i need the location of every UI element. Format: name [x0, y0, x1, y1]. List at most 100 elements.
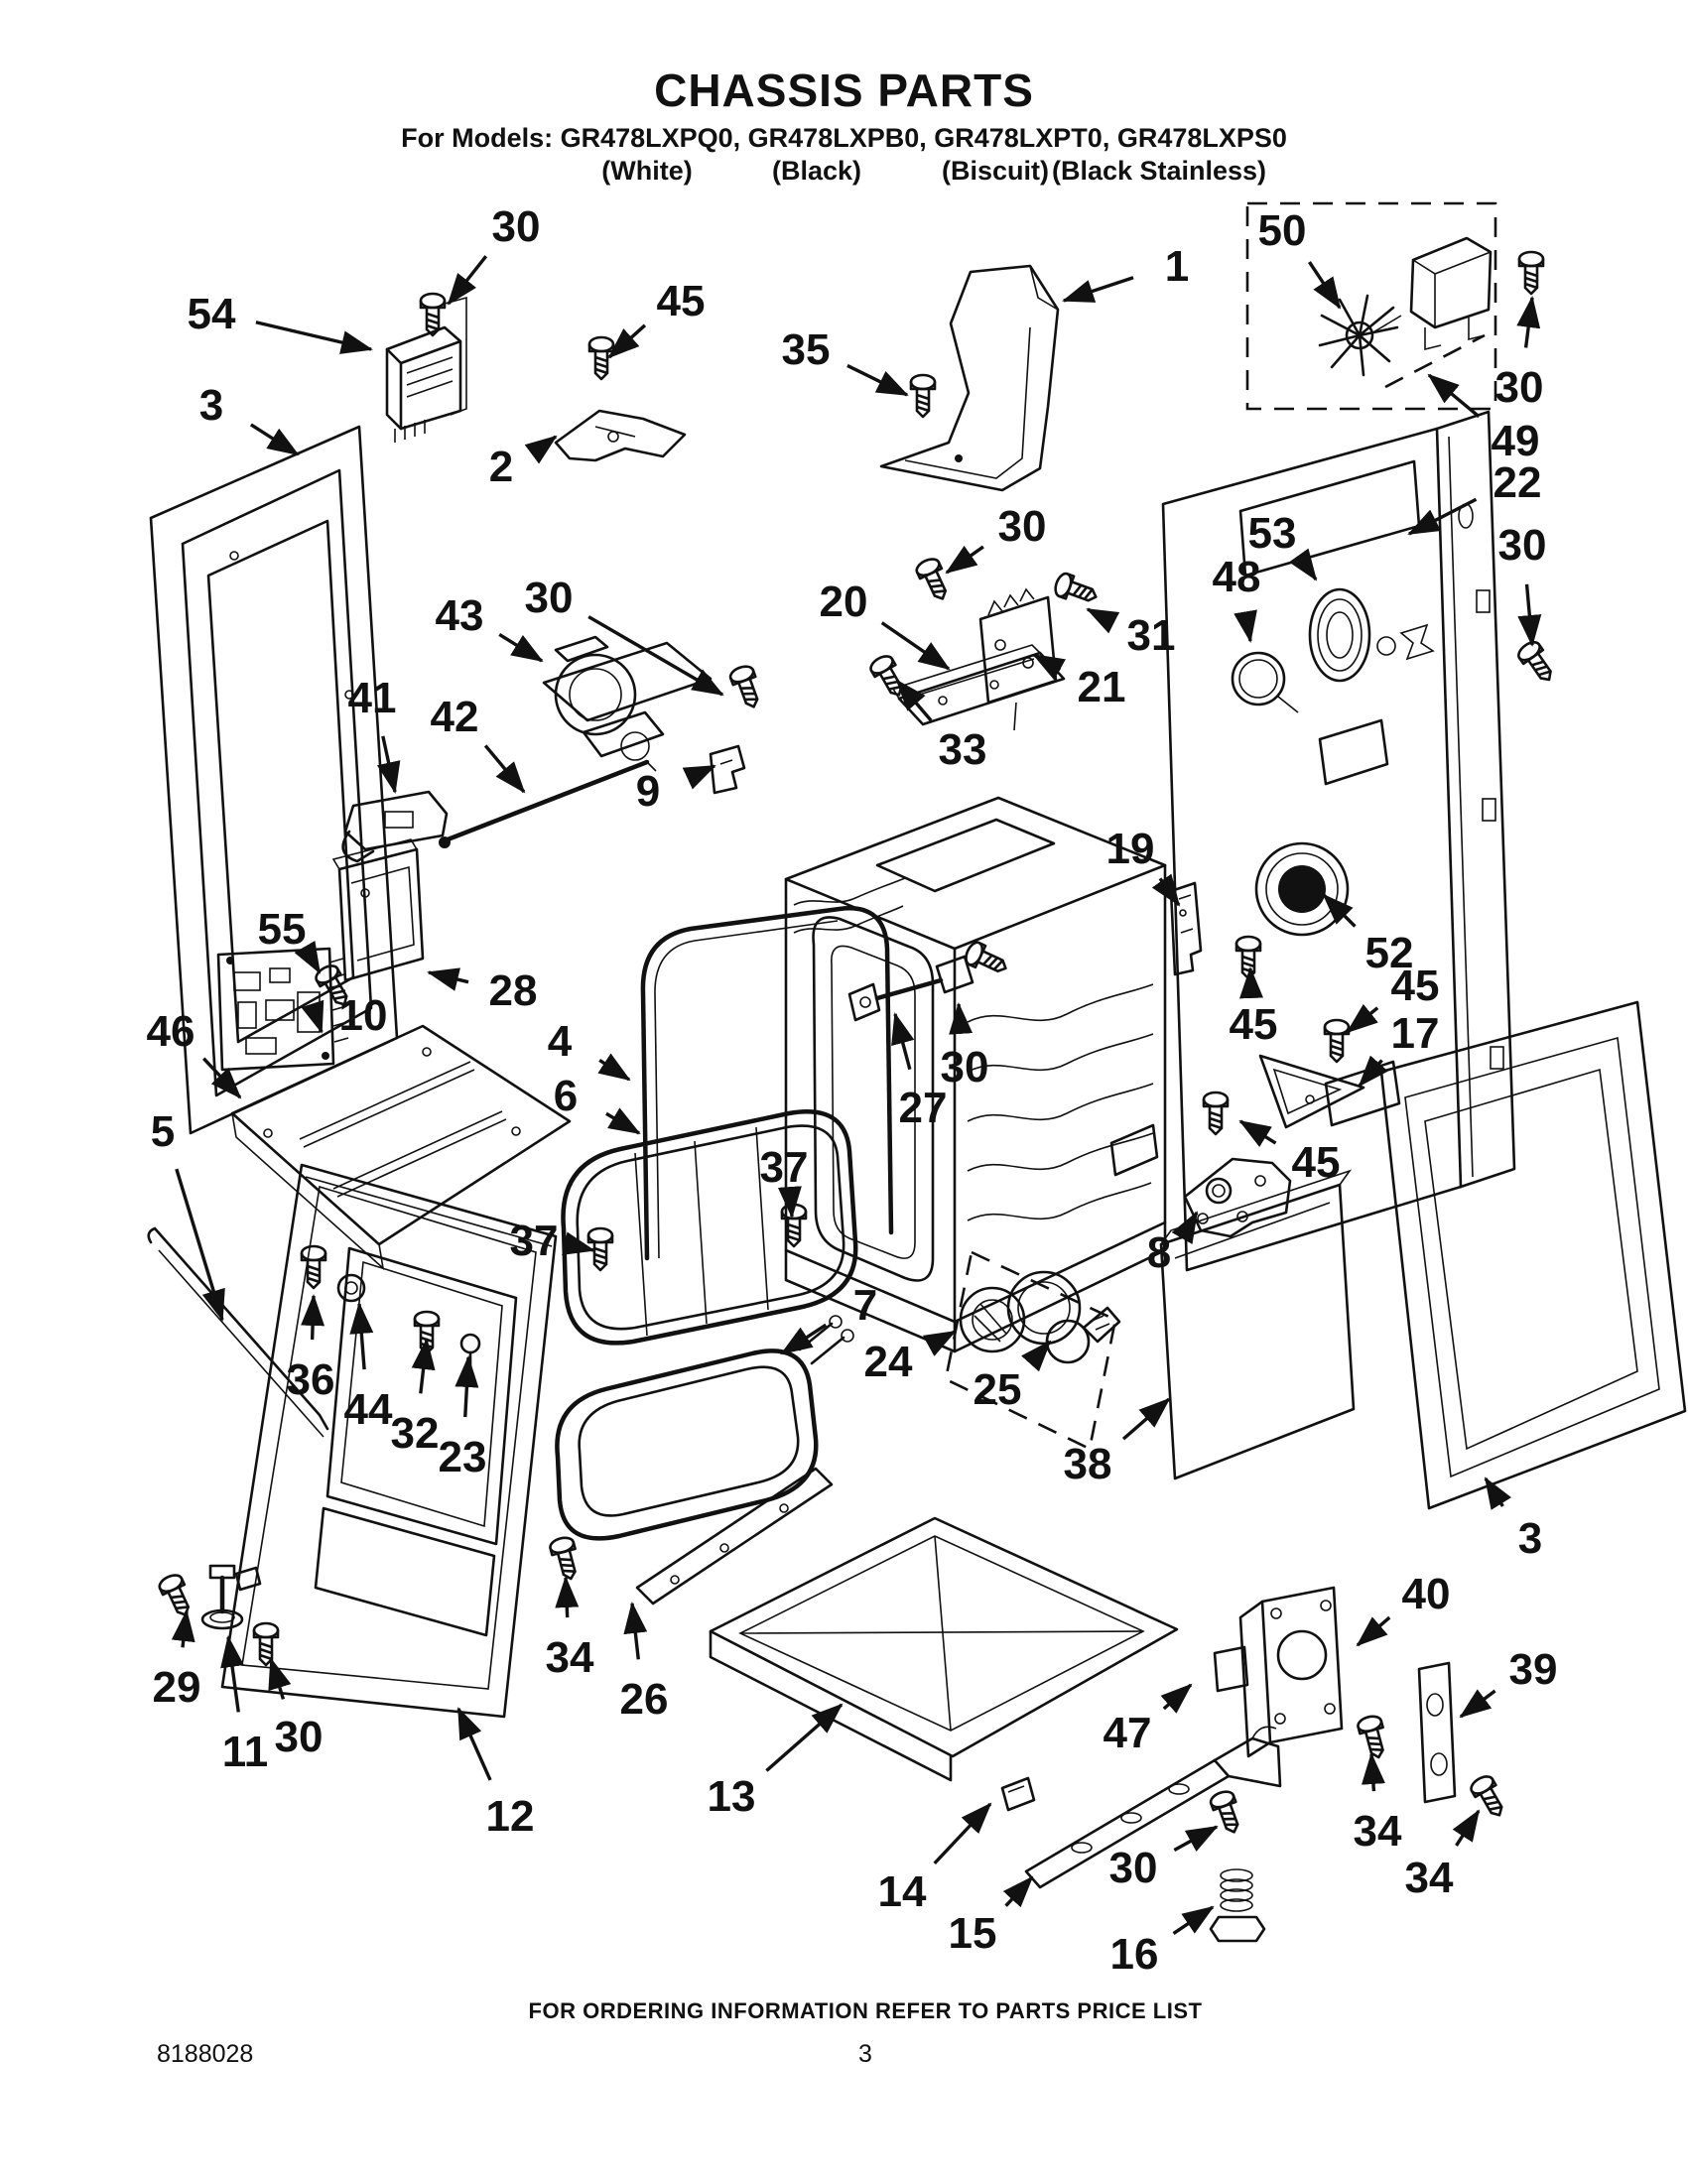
- ordering-note: FOR ORDERING INFORMATION REFER TO PARTS …: [528, 1998, 1203, 2023]
- ground-plate: [331, 838, 425, 982]
- callout-label-34: 34: [1354, 1807, 1402, 1856]
- callout-label-39: 39: [1509, 1645, 1558, 1694]
- transformer: [385, 296, 467, 443]
- callout-label-36: 36: [287, 1355, 335, 1404]
- callout-leader-15: [1002, 1875, 1034, 1908]
- screw-icon: [912, 554, 956, 605]
- callout-label-55: 55: [258, 905, 307, 954]
- cooling-fan-assembly: [1245, 201, 1497, 411]
- screw-icon: [1323, 1018, 1351, 1064]
- callout-leader-47: [1160, 1683, 1193, 1714]
- callout-label-30: 30: [275, 1713, 324, 1761]
- friction-pad: [1213, 1645, 1249, 1693]
- callout-label-53: 53: [1248, 509, 1297, 558]
- models-line: For Models: GR478LXPQ0, GR478LXPB0, GR47…: [401, 123, 1287, 153]
- callout-label-38: 38: [1064, 1440, 1112, 1488]
- oven-light-latch: [1169, 881, 1203, 976]
- color-label-biscuit: (Biscuit): [942, 156, 1049, 186]
- screw-icon: [300, 1244, 327, 1290]
- callout-label-5: 5: [151, 1107, 175, 1156]
- screw-icon: [1234, 935, 1262, 980]
- callout-label-30: 30: [941, 1043, 989, 1092]
- callout-label-28: 28: [489, 966, 538, 1015]
- callout-label-1: 1: [1165, 242, 1189, 291]
- glide-clip: [1000, 1776, 1036, 1812]
- color-label-black-stainless: (Black Stainless): [1051, 156, 1267, 186]
- callout-label-30: 30: [1498, 521, 1547, 570]
- callout-label-35: 35: [782, 325, 831, 374]
- callout-leader-10: [301, 999, 325, 1034]
- door-latch-motor: [542, 635, 713, 761]
- hinge-spacer: [1417, 1661, 1457, 1804]
- callout-leader-19: [1151, 873, 1181, 907]
- callout-leader-11: [220, 1635, 244, 1713]
- callout-label-26: 26: [620, 1675, 669, 1724]
- callout-leader-31: [1086, 607, 1120, 634]
- callout-leader-50: [1308, 261, 1342, 310]
- callout-leader-45: [1238, 1119, 1277, 1148]
- callout-leader-54: [255, 321, 373, 354]
- callout-label-30: 30: [492, 202, 541, 251]
- push-fastener: [459, 1333, 481, 1377]
- callout-label-27: 27: [899, 1084, 948, 1132]
- callout-leader-30: [949, 1002, 974, 1035]
- callout-leader-20: [880, 621, 951, 671]
- callout-leader-34: [1361, 1752, 1385, 1792]
- page-number: 3: [858, 2040, 872, 2068]
- callout-label-11: 11: [222, 1728, 269, 1776]
- callout-leader-41: [376, 735, 401, 794]
- screw-icon: [1467, 1771, 1511, 1823]
- callout-leader-55: [294, 941, 322, 974]
- callout-label-46: 46: [147, 1007, 195, 1056]
- callout-label-40: 40: [1402, 1570, 1451, 1618]
- callout-leader-8: [1171, 1211, 1199, 1244]
- rear-panel: [1161, 410, 1516, 1272]
- callout-label-19: 19: [1106, 825, 1155, 873]
- callout-label-23: 23: [439, 1433, 487, 1481]
- callout-label-24: 24: [864, 1338, 913, 1386]
- hinge-plate: [1183, 1157, 1292, 1238]
- terminal-block: [978, 587, 1058, 731]
- callout-label-49: 49: [1492, 417, 1540, 465]
- screw-icon: [1355, 1713, 1392, 1762]
- screw-icon: [1517, 250, 1545, 296]
- callout-leader-7: [780, 1323, 828, 1355]
- leveling-foot: [1209, 1868, 1266, 1943]
- callout-label-15: 15: [949, 1909, 997, 1958]
- callout-leader-44: [349, 1302, 374, 1370]
- door-gasket: [640, 906, 894, 1261]
- callout-label-45: 45: [657, 277, 706, 325]
- callout-label-9: 9: [636, 767, 660, 816]
- screws-layer: [155, 250, 1561, 1838]
- callout-label-12: 12: [486, 1792, 535, 1841]
- latch-rod: [439, 759, 657, 848]
- callout-leader-37: [777, 1186, 802, 1219]
- callout-leader-23: [454, 1355, 479, 1418]
- callout-leader-12: [456, 1707, 492, 1781]
- callout-leader-14: [933, 1802, 992, 1865]
- front-leveling-leg: [200, 1564, 262, 1630]
- callout-leader-34: [555, 1576, 580, 1618]
- callout-label-45: 45: [1391, 962, 1440, 1010]
- callout-leader-4: [597, 1053, 631, 1082]
- callout-leader-43: [498, 632, 544, 663]
- callout-label-43: 43: [436, 591, 484, 640]
- callout-leader-36: [301, 1294, 325, 1341]
- screw-icon: [587, 335, 615, 381]
- callout-leader-9: [682, 764, 716, 790]
- callout-label-4: 4: [548, 1017, 573, 1066]
- callout-leader-22: [1407, 497, 1478, 536]
- page-title: CHASSIS PARTS: [654, 64, 1034, 116]
- callout-leader-27: [891, 1012, 915, 1071]
- callout-leader-29: [171, 1609, 195, 1648]
- callout-label-20: 20: [820, 578, 868, 626]
- callout-leader-33: [895, 679, 933, 722]
- drawer-glide: [1024, 1726, 1282, 1889]
- callout-label-30: 30: [1109, 1844, 1158, 1892]
- callout-leader-2: [524, 435, 558, 464]
- callout-label-37: 37: [510, 1217, 559, 1265]
- callout-leader-30: [447, 255, 488, 306]
- callout-label-48: 48: [1213, 553, 1261, 601]
- screw-icon: [1051, 570, 1102, 610]
